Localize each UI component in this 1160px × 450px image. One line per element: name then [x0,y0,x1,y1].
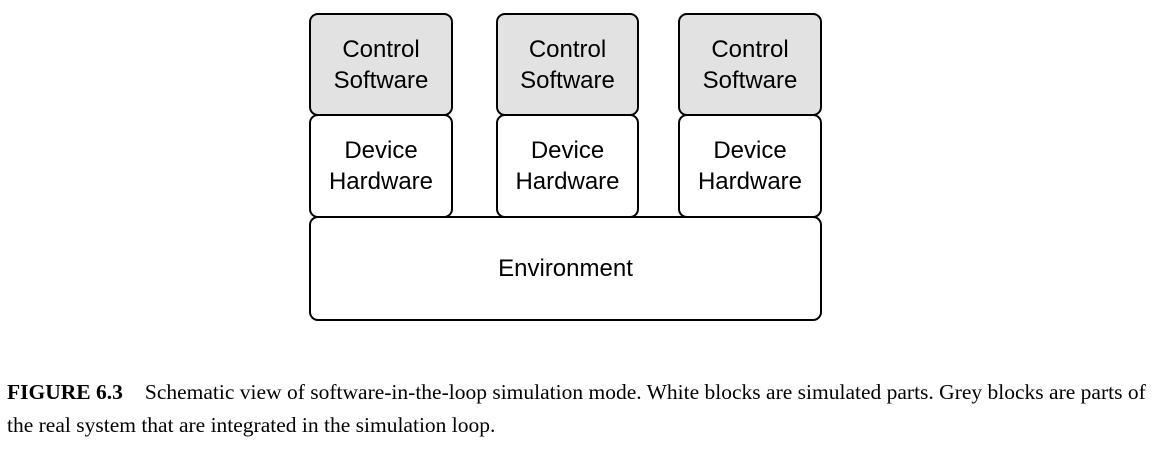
device-hardware-label: Device Hardware [515,137,620,195]
figure-label: FIGURE 6.3 [7,380,123,404]
control-software-block-3: Control Software [678,13,822,116]
control-software-block-1: Control Software [309,13,453,116]
control-software-label: Control Software [520,35,615,94]
environment-block: Environment [309,216,822,321]
control-software-block-2: Control Software [496,13,639,116]
device-hardware-block-3: Device Hardware [678,114,822,218]
control-software-label: Control Software [702,35,798,94]
caption-text: Schematic view of software-in-the-loop s… [7,380,1146,437]
environment-label: Environment [498,255,633,282]
control-software-label: Control Software [333,35,429,94]
device-hardware-label: Device Hardware [328,137,434,195]
device-hardware-label: Device Hardware [697,137,803,195]
device-hardware-block-1: Device Hardware [309,114,453,218]
device-hardware-block-2: Device Hardware [496,114,639,218]
